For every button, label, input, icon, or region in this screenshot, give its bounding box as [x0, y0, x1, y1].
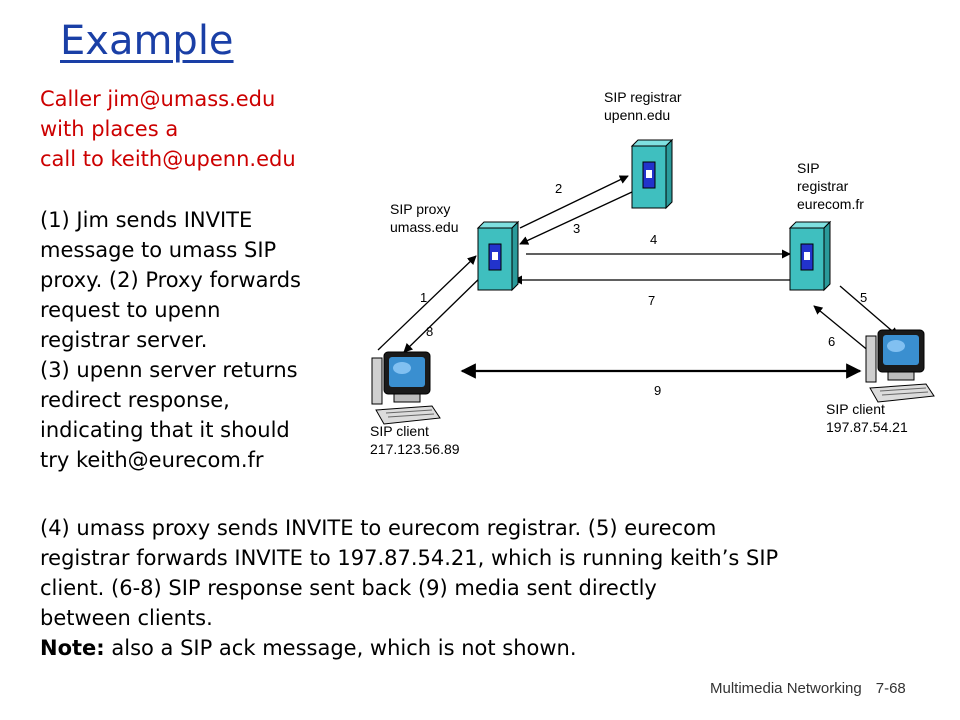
arrow-label: 1: [420, 290, 427, 305]
caller-description: Caller jim@umass.edu with places a call …: [40, 84, 296, 174]
computer-icon: [865, 329, 935, 403]
slide-title: Example: [60, 18, 234, 64]
arrow-label: 4: [650, 232, 657, 247]
bottom-line: between clients.: [40, 606, 213, 630]
steps-line: indicating that it should: [40, 418, 290, 442]
server-icon: [789, 221, 831, 291]
caller-line: Caller jim@umass.edu: [40, 87, 276, 111]
arrow-line: [377, 255, 477, 351]
arrow-label: 2: [555, 181, 562, 196]
steps-description: (1) Jim sends INVITE message to umass SI…: [40, 205, 301, 475]
arrow-line: [813, 305, 871, 353]
steps-line: request to upenn: [40, 298, 221, 322]
computer-icon: [371, 351, 441, 425]
node-label: upenn.edu: [604, 107, 670, 123]
note-line: Note: also a SIP ack message, which is n…: [40, 633, 778, 663]
bottom-description: (4) umass proxy sends INVITE to eurecom …: [40, 513, 778, 663]
server-icon: [631, 139, 673, 209]
arrow-label: 7: [648, 293, 655, 308]
arrow-line: [839, 285, 899, 337]
arrow-label: 3: [573, 221, 580, 236]
steps-line: proxy. (2) Proxy forwards: [40, 268, 301, 292]
node-label: SIP: [797, 160, 820, 176]
steps-line: try keith@eurecom.fr: [40, 448, 264, 472]
steps-line: (3) upenn server returns: [40, 358, 298, 382]
caller-line: call to keith@upenn.edu: [40, 147, 296, 171]
arrow-label: 6: [828, 334, 835, 349]
node-label: 217.123.56.89: [370, 441, 460, 457]
arrow-line: [519, 175, 629, 229]
node-label: 197.87.54.21: [826, 419, 908, 435]
caller-line: with places a: [40, 117, 179, 141]
bottom-line: (4) umass proxy sends INVITE to eurecom …: [40, 516, 717, 540]
bottom-line: registrar forwards INVITE to 197.87.54.2…: [40, 546, 779, 570]
arrow-label: 9: [654, 383, 661, 398]
slide-number: 7-68: [875, 680, 906, 697]
steps-line: redirect response,: [40, 388, 230, 412]
note-text: also a SIP ack message, which is not sho…: [104, 636, 577, 660]
node-label: SIP client: [370, 423, 429, 439]
slide-footer: Multimedia Networking 7-68: [710, 680, 920, 697]
node-label: SIP registrar: [604, 89, 682, 105]
note-label: Note:: [40, 636, 105, 660]
arrow-line: [519, 191, 633, 245]
arrow-label: 5: [860, 290, 867, 305]
arrow-label: 8: [426, 324, 433, 339]
steps-line: registrar server.: [40, 328, 208, 352]
course-name: Multimedia Networking: [710, 680, 862, 697]
node-label: registrar: [797, 178, 849, 194]
steps-line: message to umass SIP: [40, 238, 277, 262]
node-label: umass.edu: [390, 219, 458, 235]
arrow-line: [403, 271, 487, 353]
bottom-line: client. (6-8) SIP response sent back (9)…: [40, 576, 657, 600]
steps-line: (1) Jim sends INVITE: [40, 208, 253, 232]
node-label: SIP proxy: [390, 201, 450, 217]
node-label: eurecom.fr: [797, 196, 864, 212]
server-icon: [477, 221, 519, 291]
node-label: SIP client: [826, 401, 885, 417]
